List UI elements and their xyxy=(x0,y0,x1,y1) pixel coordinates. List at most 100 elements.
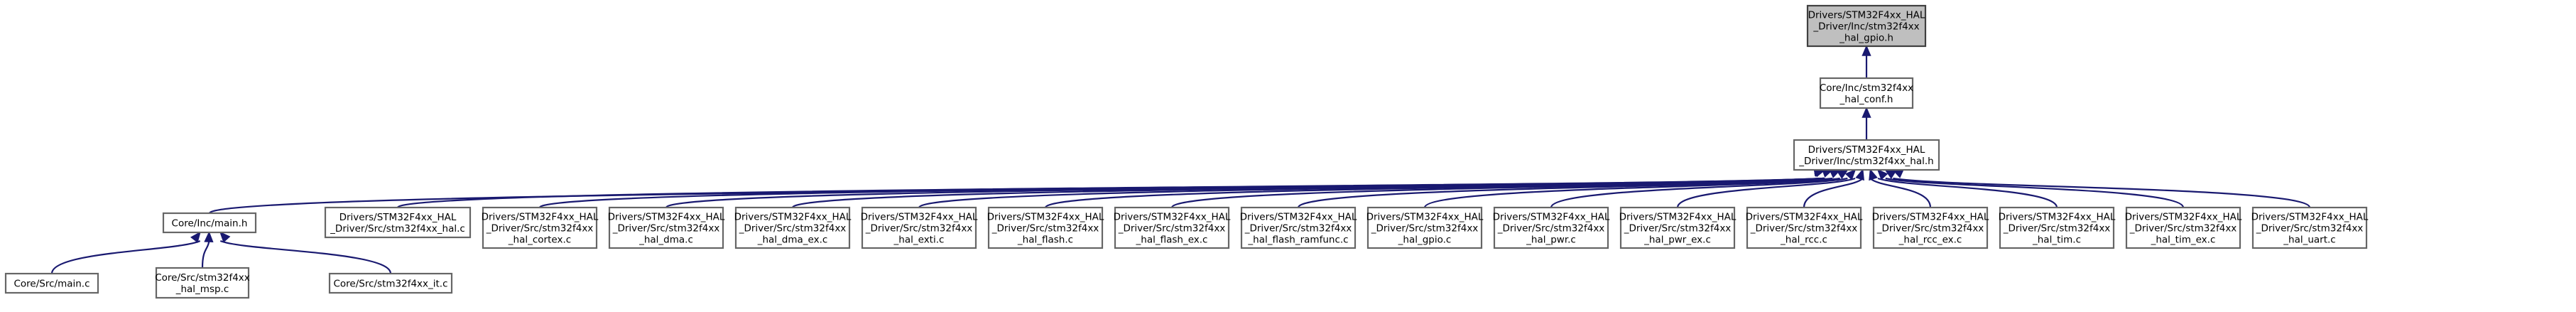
node-label-line: Core/Inc/main.h xyxy=(172,218,248,230)
node-msp-c[interactable]: Core/Src/stm32f4xx_hal_msp.c xyxy=(155,267,250,299)
node-label-line: Drivers/STM32F4xx_HAL xyxy=(1366,212,1484,223)
node-flash-ex-c[interactable]: Drivers/STM32F4xx_HAL_Driver/Src/stm32f4… xyxy=(1114,206,1231,249)
node-label-line: _Driver/Src/stm32f4xx xyxy=(2003,223,2111,235)
edge-line xyxy=(1423,177,1840,208)
node-box xyxy=(1493,206,1609,249)
node-cortex-c[interactable]: Drivers/STM32F4xx_HAL_Driver/Src/stm32f4… xyxy=(482,206,599,249)
arrowhead xyxy=(1876,168,1888,181)
nodes-layer: Drivers/STM32F4xx_HAL _Driver/Inc/stm32f4… xyxy=(4,4,2369,299)
edge-line xyxy=(50,240,201,274)
node-label-line: _hal_uart.c xyxy=(2283,235,2335,246)
node-gpio-c[interactable]: Drivers/STM32F4xx_HAL_Driver/Src/stm32f4… xyxy=(1366,206,1484,249)
edge-line xyxy=(201,240,210,269)
node-box xyxy=(2125,206,2241,249)
node-label-line: _Driver/Inc/stm32f4xx xyxy=(1813,21,1919,33)
node-label-line: Drivers/STM32F4xx_HAL xyxy=(1114,212,1231,223)
node-label-line: _hal_gpio.c xyxy=(1398,235,1452,246)
node-box xyxy=(324,206,472,239)
node-label-line: _Driver/Src/stm32f4xx xyxy=(991,223,1099,235)
node-pwr-c[interactable]: Drivers/STM32F4xx_HAL_Driver/Src/stm32f4… xyxy=(1493,206,1610,249)
node-label-line: _hal_conf.h xyxy=(1839,94,1893,105)
node-flash-c[interactable]: Drivers/STM32F4xx_HAL_Driver/Src/stm32f4… xyxy=(987,206,1104,249)
node-box xyxy=(1872,206,1989,249)
node-rcc-ex-c[interactable]: Drivers/STM32F4xx_HAL_Driver/Src/stm32f4… xyxy=(1872,206,1989,249)
node-label-line: _hal_flash_ramfunc.c xyxy=(1247,235,1348,246)
node-label-line: _hal_dma.c xyxy=(638,235,693,246)
edge-line xyxy=(1877,177,2058,208)
node-tim-c[interactable]: Drivers/STM32F4xx_HAL_Driver/Src/stm32f4… xyxy=(1999,206,2116,249)
node-box xyxy=(4,272,99,294)
arrowhead xyxy=(190,231,201,243)
node-label-line: _hal_tim.c xyxy=(2032,235,2081,246)
edge-hal-h-to-hal-conf-h xyxy=(1862,107,1871,140)
node-label-line: _hal_rcc_ex.c xyxy=(1898,235,1962,246)
node-label-line: Drivers/STM32F4xx_HAL xyxy=(339,212,457,223)
node-label-line: Drivers/STM32F4xx_HAL xyxy=(2251,212,2369,223)
node-box xyxy=(1999,206,2115,249)
node-label-line: Drivers/STM32F4xx_HAL xyxy=(1999,212,2116,223)
edge-msp-c-to-main-h xyxy=(201,231,214,269)
edge-rcc-c-to-hal-h xyxy=(1803,168,1864,208)
node-label-line: _Driver/Inc/stm32f4xx_hal.h xyxy=(1798,156,1934,167)
node-box xyxy=(328,272,453,294)
edge-line xyxy=(1869,178,1932,208)
edge-line xyxy=(1550,177,1848,208)
node-tim-ex-c[interactable]: Drivers/STM32F4xx_HAL_Driver/Src/stm32f4… xyxy=(2125,206,2242,249)
node-gpio-h: Drivers/STM32F4xx_HAL_Driver/Inc/stm32f4… xyxy=(1806,4,1927,48)
edges-layer xyxy=(50,45,2311,274)
node-label-line: _hal_flash.c xyxy=(1017,235,1073,246)
node-label-line: _hal_rcc.c xyxy=(1780,235,1827,246)
arrowhead xyxy=(1869,168,1878,181)
node-box xyxy=(861,206,977,249)
node-label-line: Drivers/STM32F4xx_HAL xyxy=(987,212,1104,223)
node-label-line: _Driver/Src/stm32f4xx xyxy=(1244,223,1352,235)
node-label-line: _Driver/Src/stm32f4xx xyxy=(1371,223,1479,235)
node-rcc-c[interactable]: Drivers/STM32F4xx_HAL_Driver/Src/stm32f4… xyxy=(1746,206,1863,249)
edge-line xyxy=(1803,178,1864,208)
node-label-line: _hal_tim_ex.c xyxy=(2151,235,2216,246)
node-label-line: _hal_pwr_ex.c xyxy=(1643,235,1711,246)
node-dma-ex-c[interactable]: Drivers/STM32F4xx_HAL_Driver/Src/stm32f4… xyxy=(734,206,852,249)
node-label-line: _Driver/Src/stm32f4xx xyxy=(1118,223,1226,235)
edge-line xyxy=(1297,177,1833,209)
node-label-line: Drivers/STM32F4xx_HAL xyxy=(861,212,978,223)
node-hal-h[interactable]: Drivers/STM32F4xx_HAL_Driver/Inc/stm32f4… xyxy=(1793,139,1940,171)
arrowhead xyxy=(1837,168,1849,179)
node-box xyxy=(1793,139,1940,171)
edge-line xyxy=(219,240,392,274)
node-main-h[interactable]: Core/Inc/main.h xyxy=(162,212,257,234)
node-label-line: _Driver/Src/stm32f4xx xyxy=(1876,223,1984,235)
node-label-line: Drivers/STM32F4xx_HAL xyxy=(1493,212,1610,223)
node-box xyxy=(482,206,598,249)
node-label-line: _Driver/Src/stm32f4xx xyxy=(2129,223,2237,235)
node-main-c[interactable]: Core/Src/main.c xyxy=(4,272,99,294)
node-uart-c[interactable]: Drivers/STM32F4xx_HAL_Driver/Src/stm32f4… xyxy=(2251,206,2369,249)
node-it-c[interactable]: Core/Src/stm32f4xx_it.c xyxy=(328,272,453,294)
node-hal-c[interactable]: Drivers/STM32F4xx_HAL_Driver/Src/stm32f4… xyxy=(324,206,472,239)
arrowhead xyxy=(1884,168,1896,179)
node-label-line: _Driver/Src/stm32f4xx xyxy=(1750,223,1858,235)
node-box xyxy=(987,206,1104,249)
node-label-line: _Driver/Src/stm32f4xx xyxy=(739,223,847,235)
arrowhead xyxy=(1862,45,1871,56)
edge-tim-ex-c-to-hal-h xyxy=(1884,168,2185,208)
arrowhead xyxy=(1844,168,1857,181)
node-flash-ramfunc-c[interactable]: Drivers/STM32F4xx_HAL_Driver/Src/stm32f4… xyxy=(1240,206,1357,249)
node-hal-conf-h[interactable]: Core/Inc/stm32f4xx_hal_conf.h xyxy=(1820,77,1913,109)
node-box xyxy=(1366,206,1483,249)
arrowhead xyxy=(1862,107,1871,118)
node-label-line: _Driver/Src/stm32f4xx xyxy=(865,223,973,235)
node-label-line: Drivers/STM32F4xx_HAL xyxy=(1872,212,1989,223)
node-label-line: _Driver/Src/stm32f4xx_hal.c xyxy=(330,223,465,235)
node-box xyxy=(1240,206,1357,249)
edge-line xyxy=(1676,177,1856,208)
node-box xyxy=(734,206,851,249)
node-label-line: Drivers/STM32F4xx_HAL xyxy=(1746,212,1863,223)
node-box xyxy=(1806,4,1927,48)
node-exti-c[interactable]: Drivers/STM32F4xx_HAL_Driver/Src/stm32f4… xyxy=(861,206,978,249)
arrowhead xyxy=(204,231,214,242)
node-dma-c[interactable]: Drivers/STM32F4xx_HAL_Driver/Src/stm32f4… xyxy=(608,206,725,249)
node-label-line: _hal_flash_ex.c xyxy=(1136,235,1208,246)
edge-rcc-ex-c-to-hal-h xyxy=(1869,168,1932,208)
node-pwr-ex-c[interactable]: Drivers/STM32F4xx_HAL_Driver/Src/stm32f4… xyxy=(1619,206,1737,249)
